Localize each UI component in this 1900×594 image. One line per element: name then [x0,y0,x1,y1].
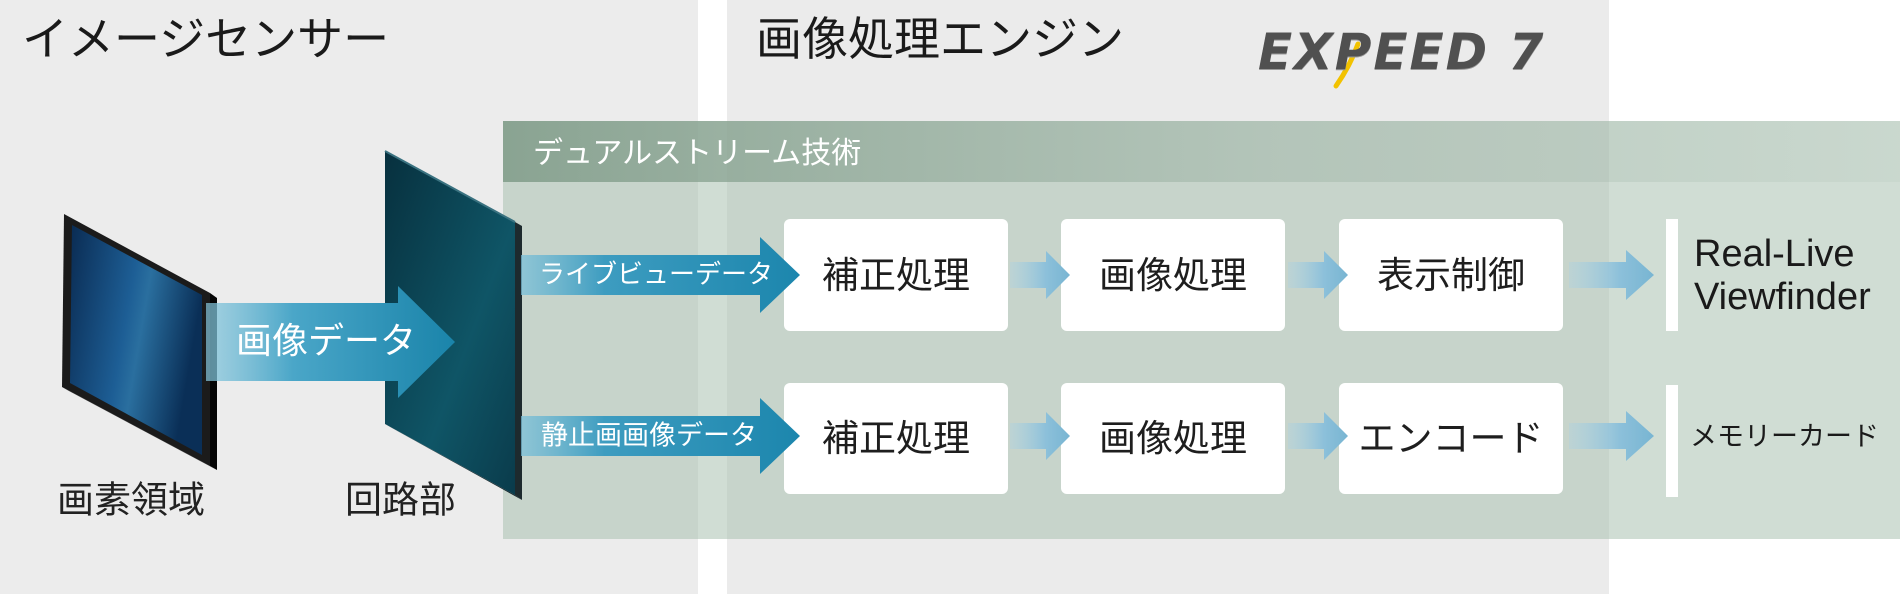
dual-stream-panel-title: デュアルストリーム技術 [533,136,862,171]
sensor-pixel-area [62,214,217,470]
step-label: 画像処理 [1099,253,1247,297]
step-label: 補正処理 [822,417,970,460]
output-memory-card: メモリーカード [1690,421,1879,453]
output-live-line1: Real-Live [1694,233,1855,275]
output-divider-live [1666,219,1678,331]
pixel-area-label: 画素領域 [57,478,205,522]
step-label: 表示制御 [1377,253,1525,297]
output-live-line2: Viewfinder [1694,276,1871,318]
step-box-still-encode: エンコード [1339,383,1563,494]
step-label: 画像処理 [1099,417,1247,460]
step-box-live-correction: 補正処理 [784,219,1008,331]
dual-stream-panel-header [503,121,1900,182]
output-divider-still [1666,385,1678,497]
step-box-still-correction: 補正処理 [784,383,1008,494]
live-view-data-label: ライブビューデータ [539,260,774,290]
step-box-live-image-processing: 画像処理 [1061,219,1285,331]
still-image-data-label: 静止画画像データ [541,420,757,452]
sensor-section-title: イメージセンサー [22,12,390,66]
circuit-label: 回路部 [345,478,456,522]
step-label: 補正処理 [822,253,970,297]
expeed-logo: EXPEED 7 [1258,23,1546,81]
image-data-label: 画像データ [236,321,417,362]
step-label: エンコード [1358,417,1544,460]
step-box-live-display-control: 表示制御 [1339,219,1563,331]
engine-section-title: 画像処理エンジン [756,12,1124,66]
step-box-still-image-processing: 画像処理 [1061,383,1285,494]
